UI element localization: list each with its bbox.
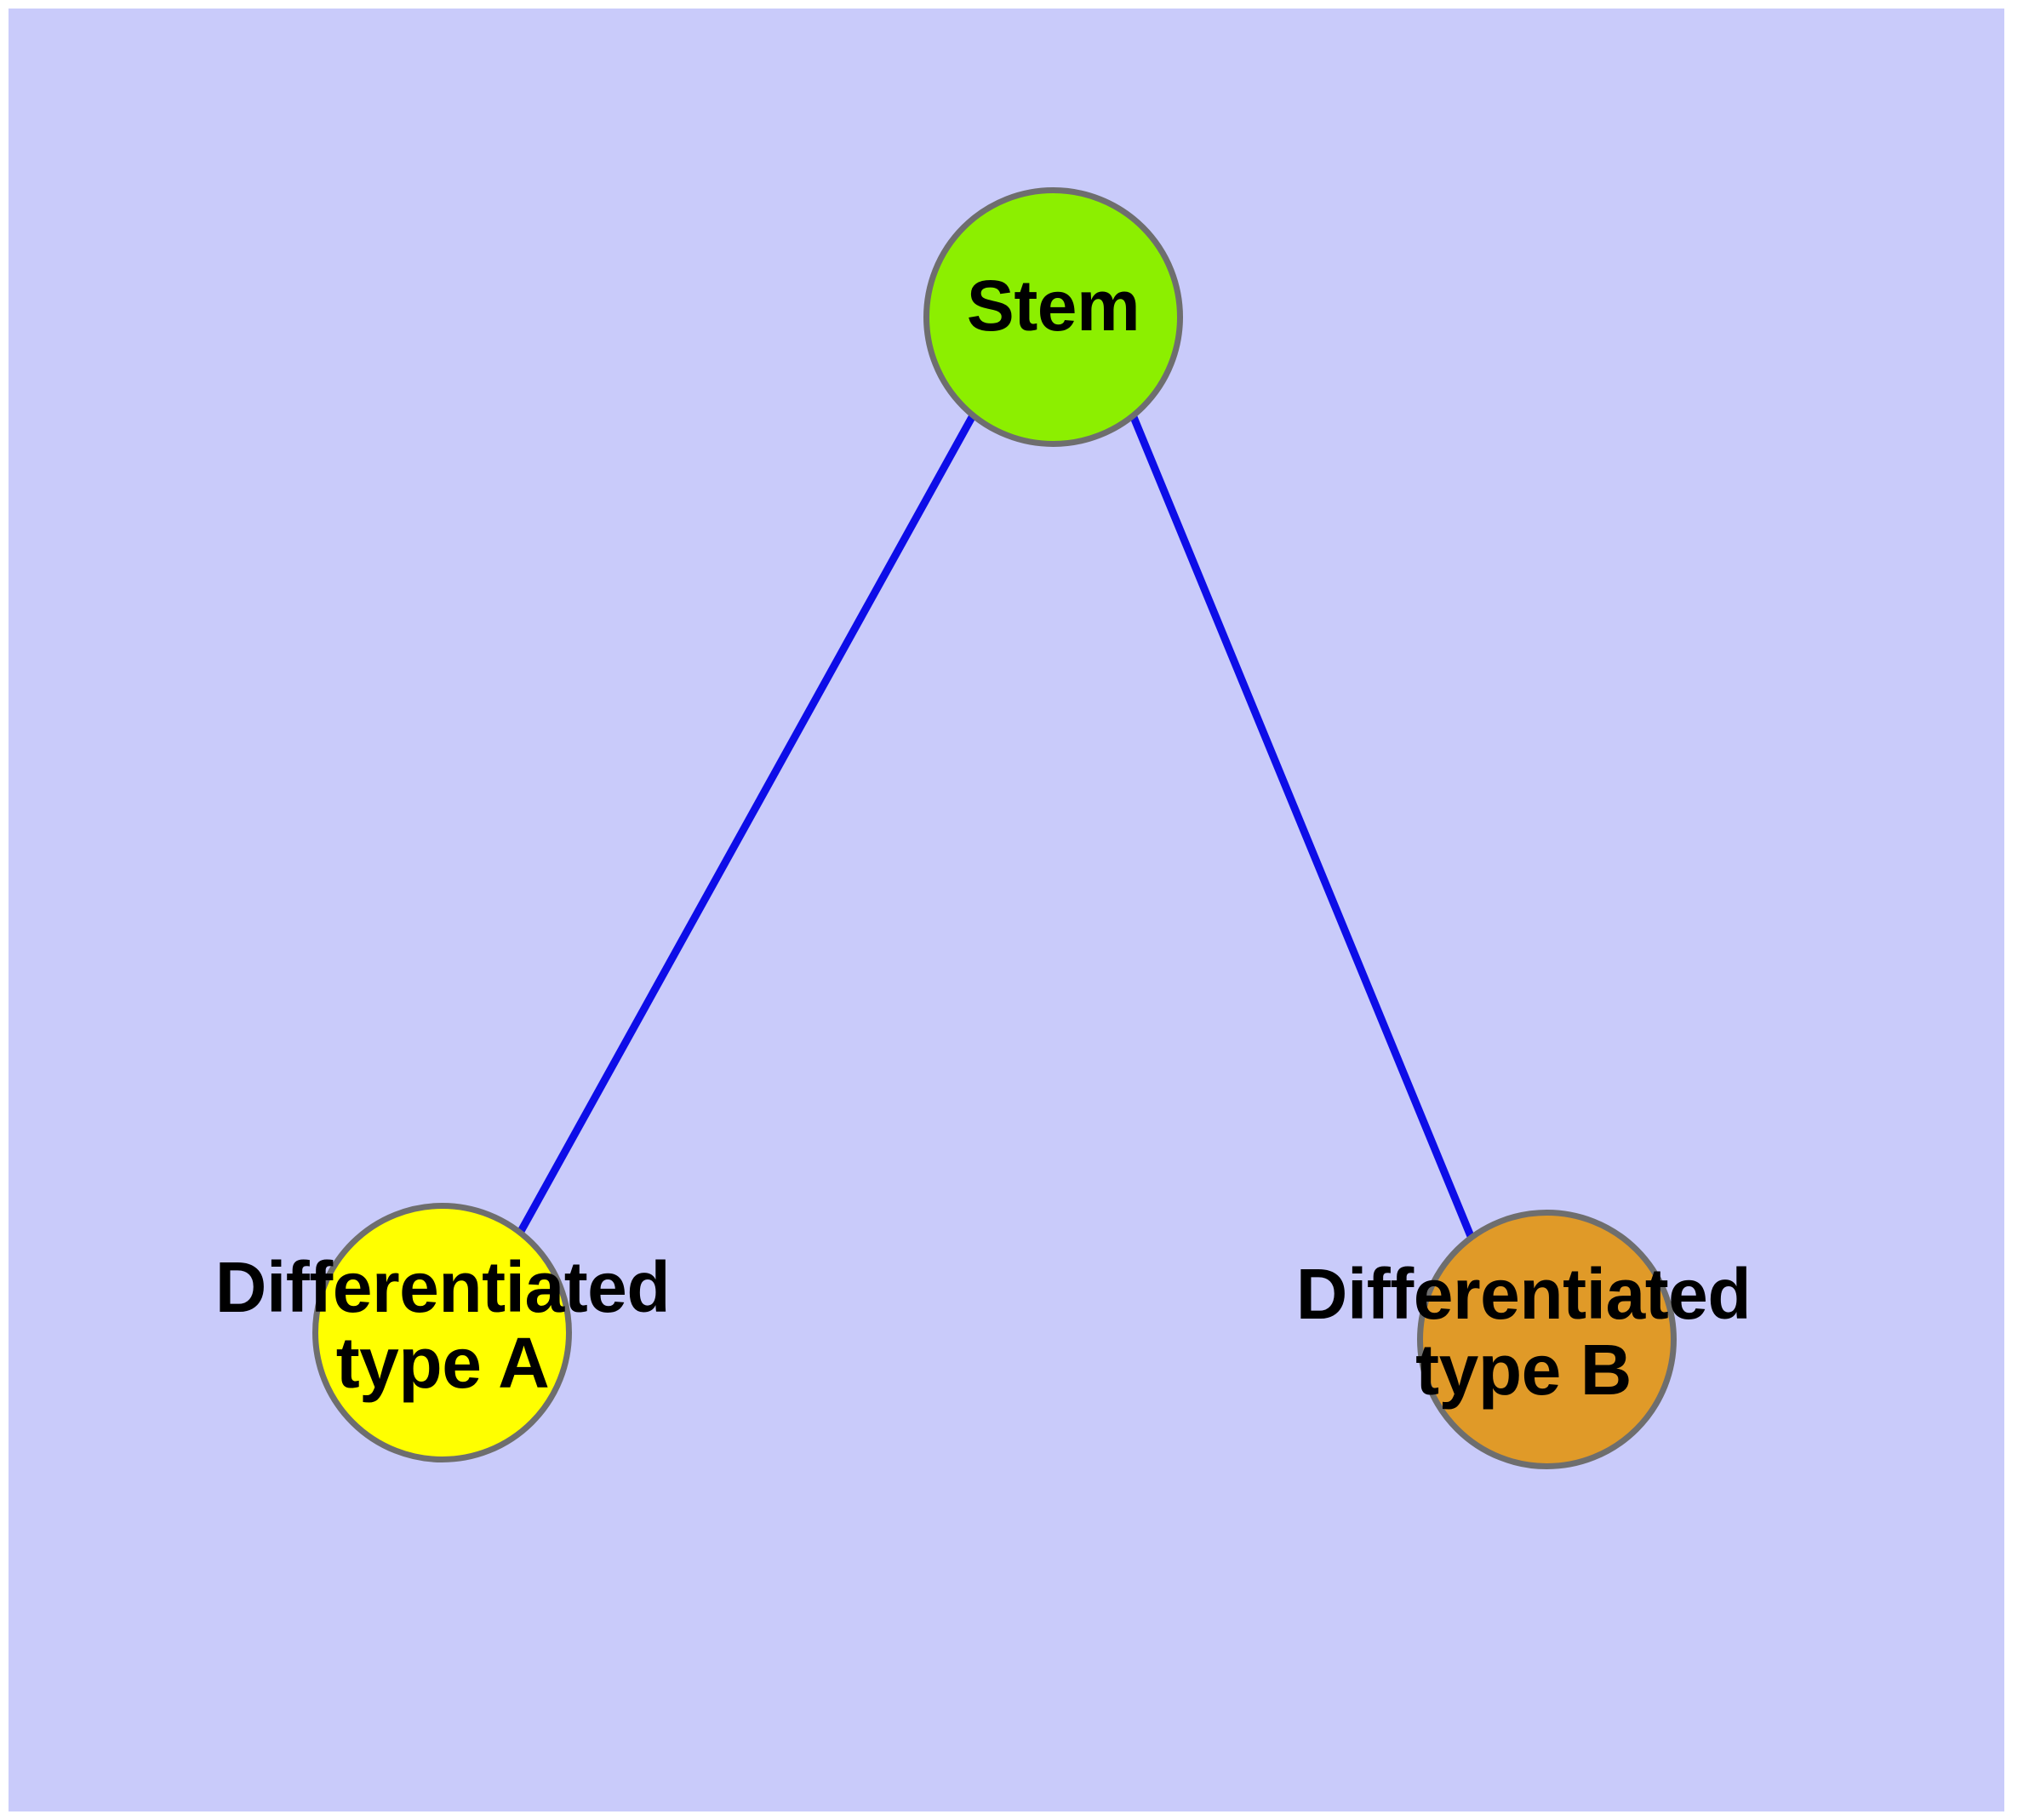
edge-layer — [516, 415, 1477, 1242]
graph-canvas: Stem Differentiated type A Differentiate… — [9, 9, 2004, 1811]
edge-stem-to-differentiated-type-b[interactable] — [1129, 415, 1477, 1242]
node-differentiated-type-a[interactable] — [312, 1203, 572, 1462]
edge-stem-to-differentiated-type-a[interactable] — [516, 415, 975, 1237]
node-stem[interactable] — [923, 187, 1183, 447]
node-differentiated-type-b[interactable] — [1417, 1210, 1677, 1469]
